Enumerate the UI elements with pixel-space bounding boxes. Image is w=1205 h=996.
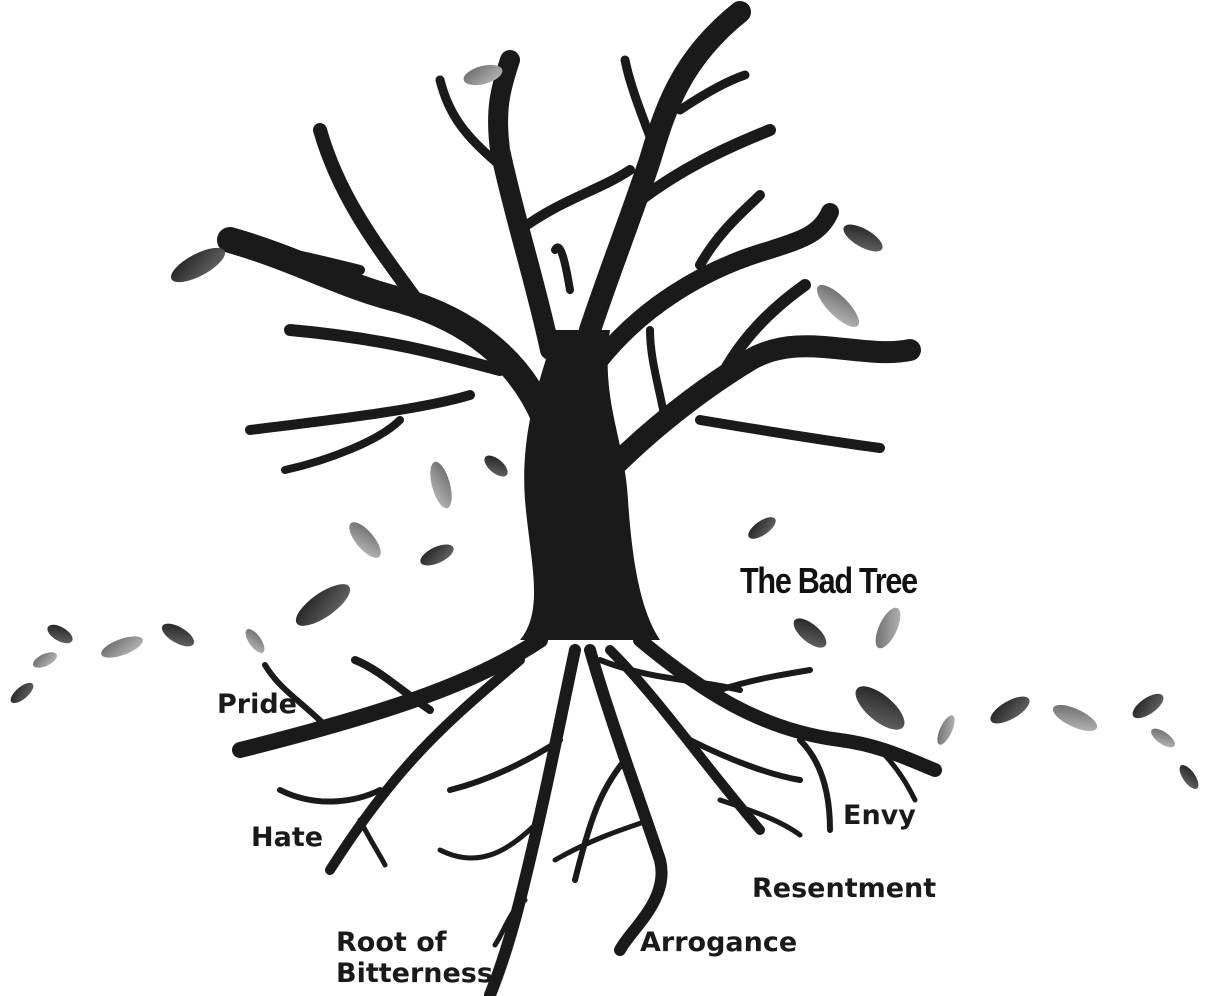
diagram-title: The Bad Tree [740,560,918,601]
root-label-root-of-line1: Root of [336,927,447,958]
leaf-icon [748,517,776,539]
leaf-icon [816,284,860,328]
leaf-icon [937,715,955,745]
root-label-pride: Pride [217,689,297,720]
leaf-icon [793,618,827,648]
tree-trunk [520,330,660,640]
leaf-icon [1151,728,1175,748]
leaf-icon [990,696,1030,724]
leaf-icon [1179,765,1199,789]
leaf-icon [10,682,34,704]
root-label-arrogance: Arrogance [640,927,798,958]
leaf-icon [47,624,73,644]
leaf-icon [1052,704,1098,732]
leaf-icon [32,652,58,668]
leaf-icon [843,224,883,252]
leaf-icon [1132,693,1164,719]
leaf-icon [245,629,265,653]
leaf-icon [295,584,351,626]
leaf-icon [463,64,503,86]
leaf-icon [171,247,225,283]
leaf-icon [420,544,454,566]
tree-roots [232,632,942,996]
leaf-icon [430,461,452,509]
leaf-icon [349,522,381,558]
root-label-envy: Envy [843,800,916,831]
root-label-resentment: Resentment [752,873,937,904]
root-label-hate: Hate [251,822,324,853]
leaf-icon [101,636,143,658]
leaf-icon [161,623,195,647]
leaf-icon [875,607,901,649]
tree-branches [217,1,921,481]
leaf-icon [484,455,508,477]
falling-leaves [10,64,1199,789]
leaf-icon [855,686,905,730]
root-label-bitterness-line2: Bitterness [336,958,493,989]
